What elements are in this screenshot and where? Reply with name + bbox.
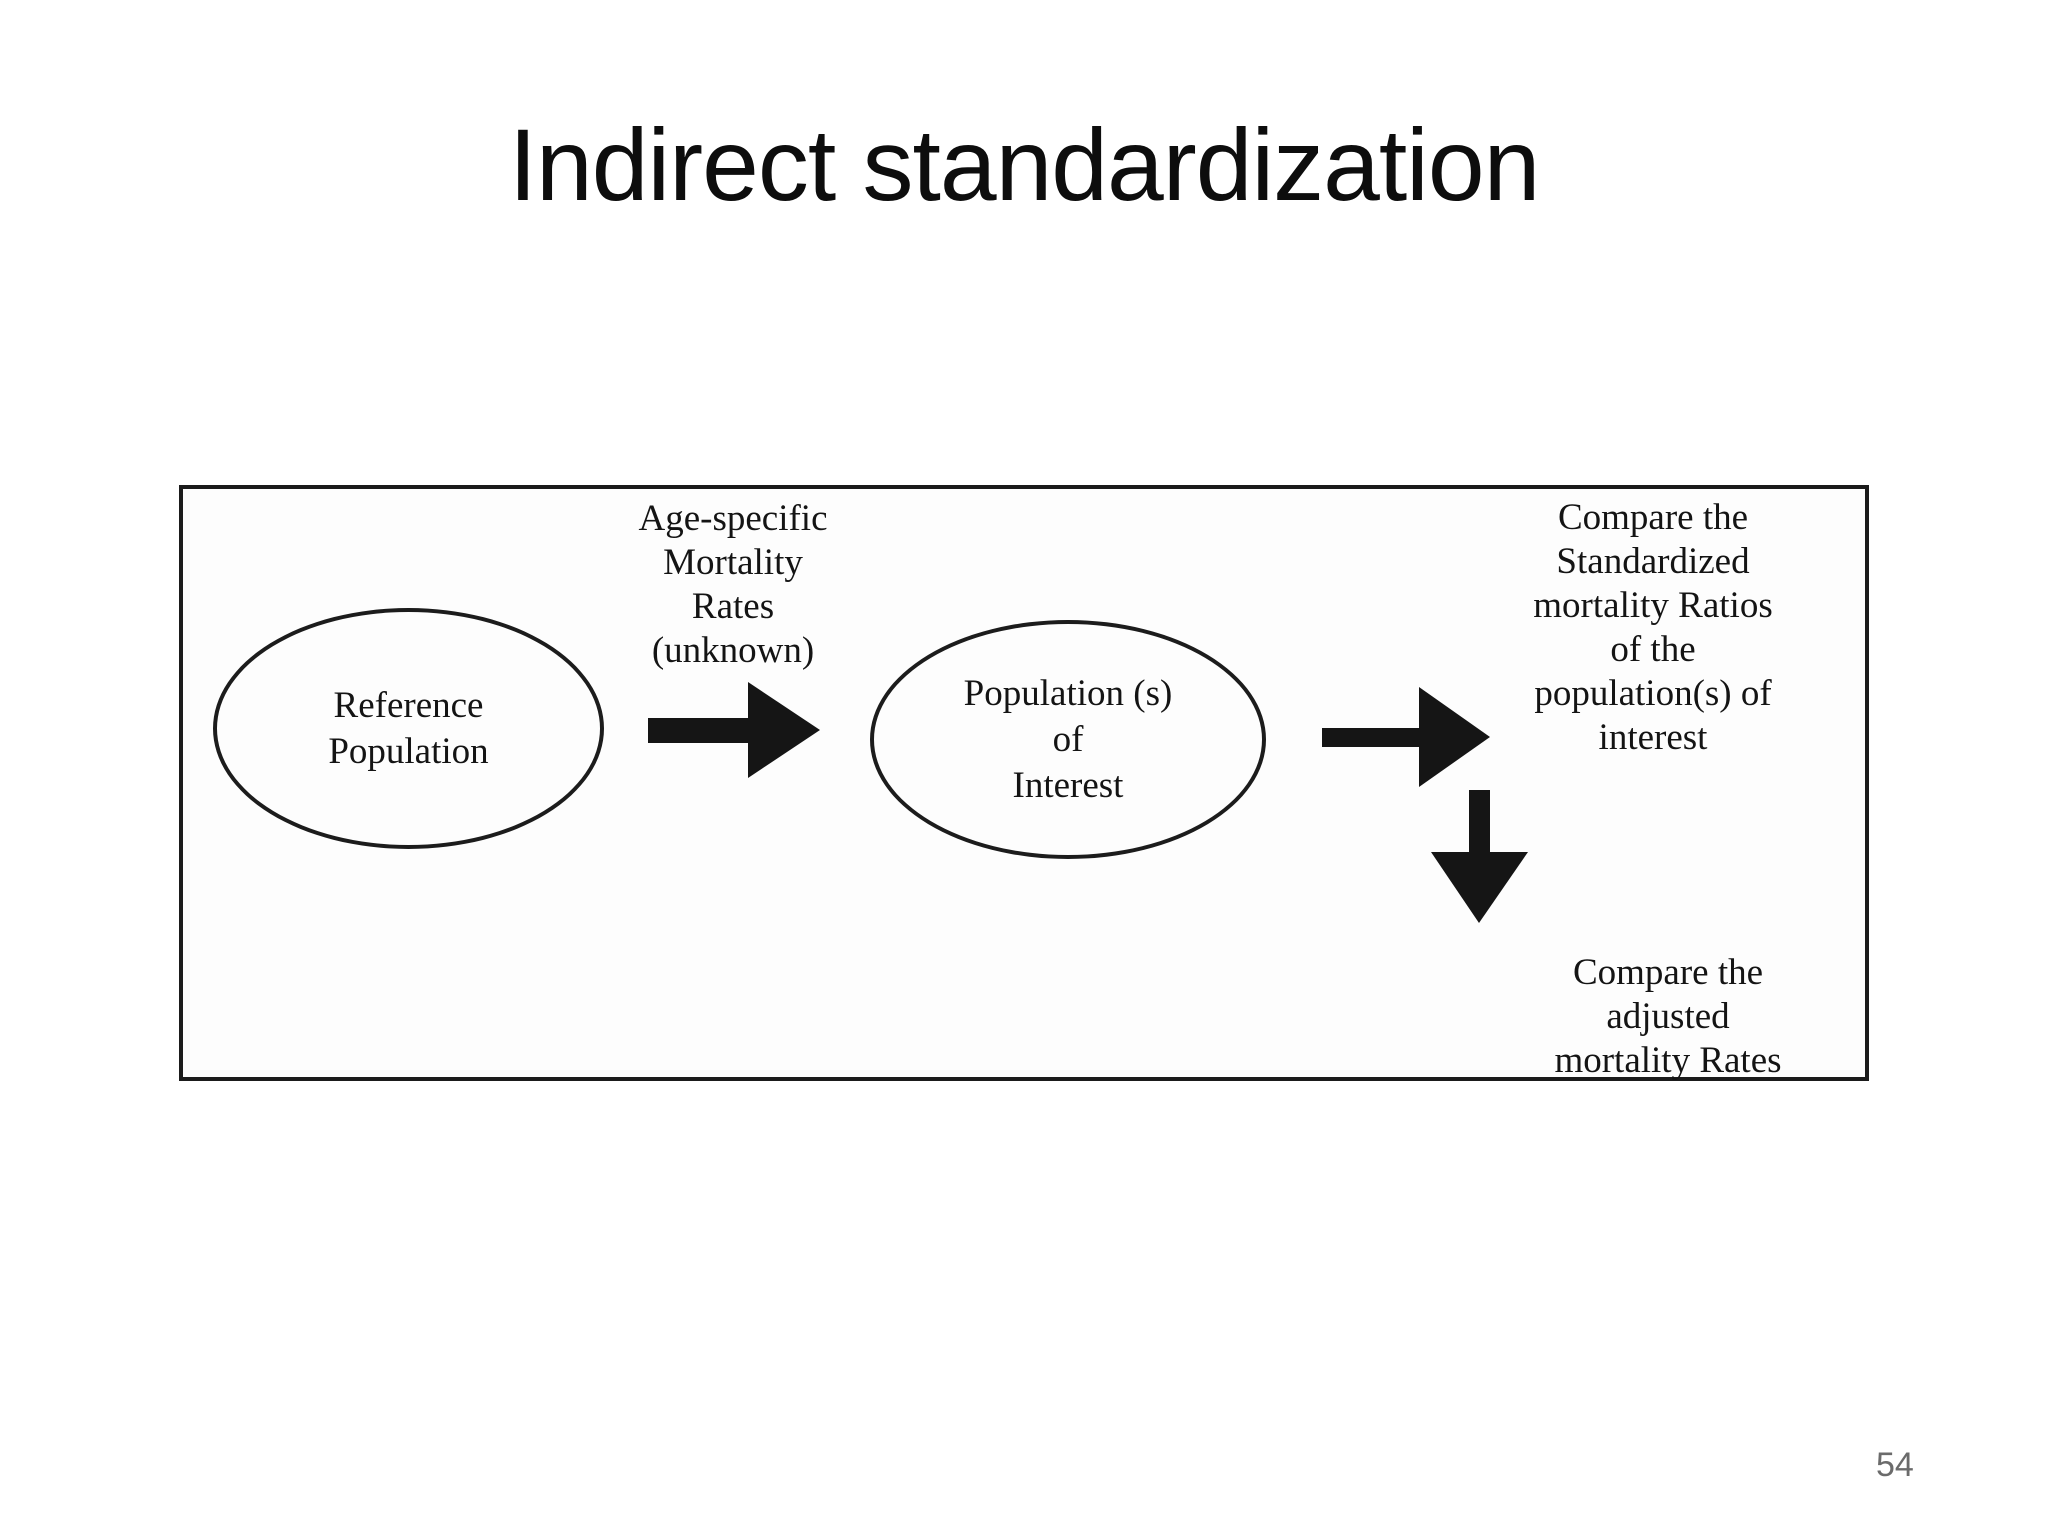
node-label: Reference Population — [328, 683, 488, 775]
label-line: mortality Rates — [1554, 1040, 1782, 1081]
label-line: Compare the — [1572, 952, 1764, 993]
label-line: of the — [1610, 629, 1696, 670]
label-line: interest — [1598, 717, 1708, 758]
right-arrow-icon — [1322, 687, 1490, 787]
diagram-box: Reference Population Age-specific Mortal… — [179, 485, 1869, 1081]
label-line: of — [1052, 718, 1084, 760]
label-line: adjusted — [1606, 996, 1730, 1037]
slide-title: Indirect standardization — [508, 108, 1541, 222]
right-arrow-icon — [648, 682, 820, 778]
node-reference-population: Reference Population — [213, 608, 604, 849]
node-label: Population (s) of Interest — [964, 671, 1173, 809]
down-arrow-icon — [1431, 790, 1528, 923]
label-line: Mortality — [663, 542, 803, 583]
label-line: population(s) of — [1534, 673, 1772, 714]
node-population-of-interest: Population (s) of Interest — [870, 620, 1266, 859]
label-line: Population — [328, 730, 489, 772]
label-line: Compare the — [1557, 497, 1749, 538]
compare-adjusted-label: Compare the adjusted mortality Rates — [1508, 951, 1828, 1083]
age-specific-mortality-label: Age-specific Mortality Rates (unknown) — [593, 497, 873, 673]
page-number: 54 — [1876, 1446, 1914, 1484]
label-line: Population (s) — [963, 672, 1173, 714]
label-line: Standardized — [1556, 541, 1750, 582]
compare-smr-label: Compare the Standardized mortality Ratio… — [1503, 496, 1803, 760]
label-line: Rates — [691, 586, 775, 627]
label-line: Interest — [1012, 764, 1124, 806]
label-line: mortality Ratios — [1533, 585, 1773, 626]
label-line: Reference — [333, 684, 484, 726]
label-line: Age-specific — [638, 498, 828, 539]
label-line: (unknown) — [651, 630, 815, 671]
